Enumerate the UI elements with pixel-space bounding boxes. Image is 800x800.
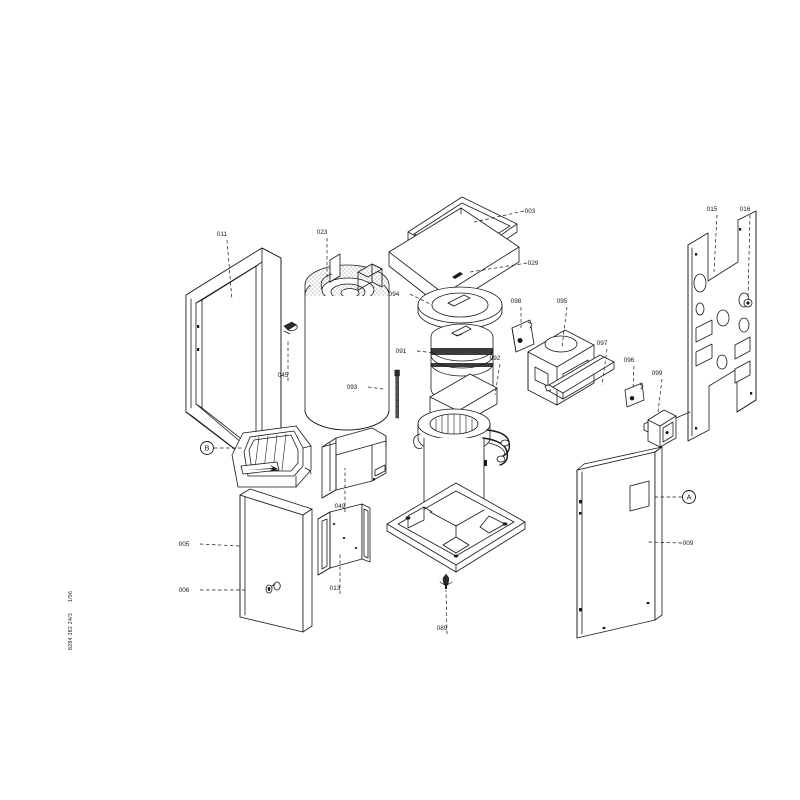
callout-label-023: 023: [317, 229, 328, 236]
callout-006: 006: [179, 587, 247, 594]
callout-layer: 011 023 045 093 003 029 094 091 092 098 095 097 096 0…: [179, 206, 751, 635]
callout-005: 005: [179, 541, 241, 548]
part-009-right-front-door: [576, 446, 663, 639]
leader-line: [601, 348, 608, 386]
callout-label-016: 016: [740, 206, 751, 213]
leader-line: [226, 239, 233, 301]
leader-line: [469, 262, 528, 273]
callout-label-093: 093: [347, 384, 358, 391]
callout-label-099: 099: [652, 370, 663, 377]
callout-label-009: 009: [683, 540, 694, 547]
callout-011: 011: [217, 231, 233, 301]
callout-099: 099: [652, 370, 663, 413]
part-control-panel: [231, 425, 312, 488]
callout-089: 089: [437, 589, 448, 635]
circled-callout-A: A: [655, 490, 696, 504]
part-098-small-plate: [511, 319, 535, 353]
callout-091: 091: [396, 348, 437, 355]
part-049-channel-bracket: [321, 427, 387, 499]
callout-label-003: 003: [525, 208, 536, 215]
part-005-left-side-panel: [239, 488, 313, 633]
leader-line: [445, 589, 448, 635]
callout-label-013: 013: [330, 585, 341, 592]
leader-line: [747, 214, 751, 301]
callout-098: 098: [511, 298, 522, 328]
callout-label-089: 089: [437, 625, 448, 632]
callout-013: 013: [330, 553, 341, 594]
callout-093: 093: [347, 384, 384, 391]
leader-line: [494, 363, 501, 396]
part-093-tank-cylinder: [304, 295, 390, 431]
callout-045: 045: [278, 340, 289, 381]
part-burner-assembly: [386, 408, 526, 573]
circled-callout-layer: AB: [200, 441, 696, 504]
callout-label-045: 045: [278, 372, 289, 379]
callout-023: 023: [317, 229, 328, 280]
callout-015: 015: [707, 206, 718, 273]
part-long-bolt: [394, 369, 400, 419]
callout-label-098: 098: [511, 298, 522, 305]
leader-line: [713, 214, 718, 273]
part-094-tank-lid-disc: [417, 286, 503, 330]
leader-line: [409, 293, 433, 306]
callout-049: 049: [335, 468, 346, 512]
part-089-sensor-probe: [439, 573, 453, 589]
part-011-door-frame: [185, 247, 282, 474]
leader-line: [367, 386, 384, 390]
callout-circle: [682, 490, 696, 504]
document-date: 1/96: [68, 590, 74, 602]
leader-line: [199, 543, 241, 547]
part-015-perforated-back-panel: [675, 210, 757, 442]
callout-label-049: 049: [335, 503, 346, 510]
circled-callout-label-B: B: [205, 444, 210, 453]
callout-092: 092: [490, 355, 501, 396]
callout-label-095: 095: [557, 298, 568, 305]
leader-line: [632, 365, 635, 391]
callout-label-091: 091: [396, 348, 407, 355]
callout-label-015: 015: [707, 206, 718, 213]
callout-label-092: 092: [490, 355, 501, 362]
leader-line: [561, 306, 568, 348]
callout-label-094: 094: [389, 291, 400, 298]
callout-094: 094: [389, 291, 433, 306]
callout-095: 095: [557, 298, 568, 348]
leader-line: [657, 378, 663, 413]
leader-line: [473, 210, 525, 223]
part-016-grommet: [743, 298, 753, 308]
callout-003: 003: [473, 208, 536, 223]
callout-circle: [200, 441, 214, 455]
part-045-screw: [283, 321, 298, 335]
callout-label-096: 096: [624, 357, 635, 364]
callout-009: 009: [647, 540, 694, 547]
callout-097: 097: [597, 340, 608, 386]
callout-label-006: 006: [179, 587, 190, 594]
callout-label-011: 011: [217, 231, 228, 238]
leader-line: [416, 350, 437, 354]
callout-label-029: 029: [528, 260, 539, 267]
document-number: 8284 382 24/3: [68, 612, 74, 650]
callout-096: 096: [624, 357, 635, 391]
circled-callout-B: B: [200, 441, 243, 455]
callout-label-097: 097: [597, 340, 608, 347]
part-096-small-plate: [624, 382, 645, 408]
callout-029: 029: [469, 260, 539, 273]
part-099-connector-block: [643, 409, 677, 448]
part-097-slide-rail: [544, 354, 615, 400]
callout-016: 016: [740, 206, 751, 301]
circled-callout-label-A: A: [687, 493, 692, 502]
callout-label-005: 005: [179, 541, 190, 548]
part-013-mounting-bracket: [317, 503, 371, 576]
